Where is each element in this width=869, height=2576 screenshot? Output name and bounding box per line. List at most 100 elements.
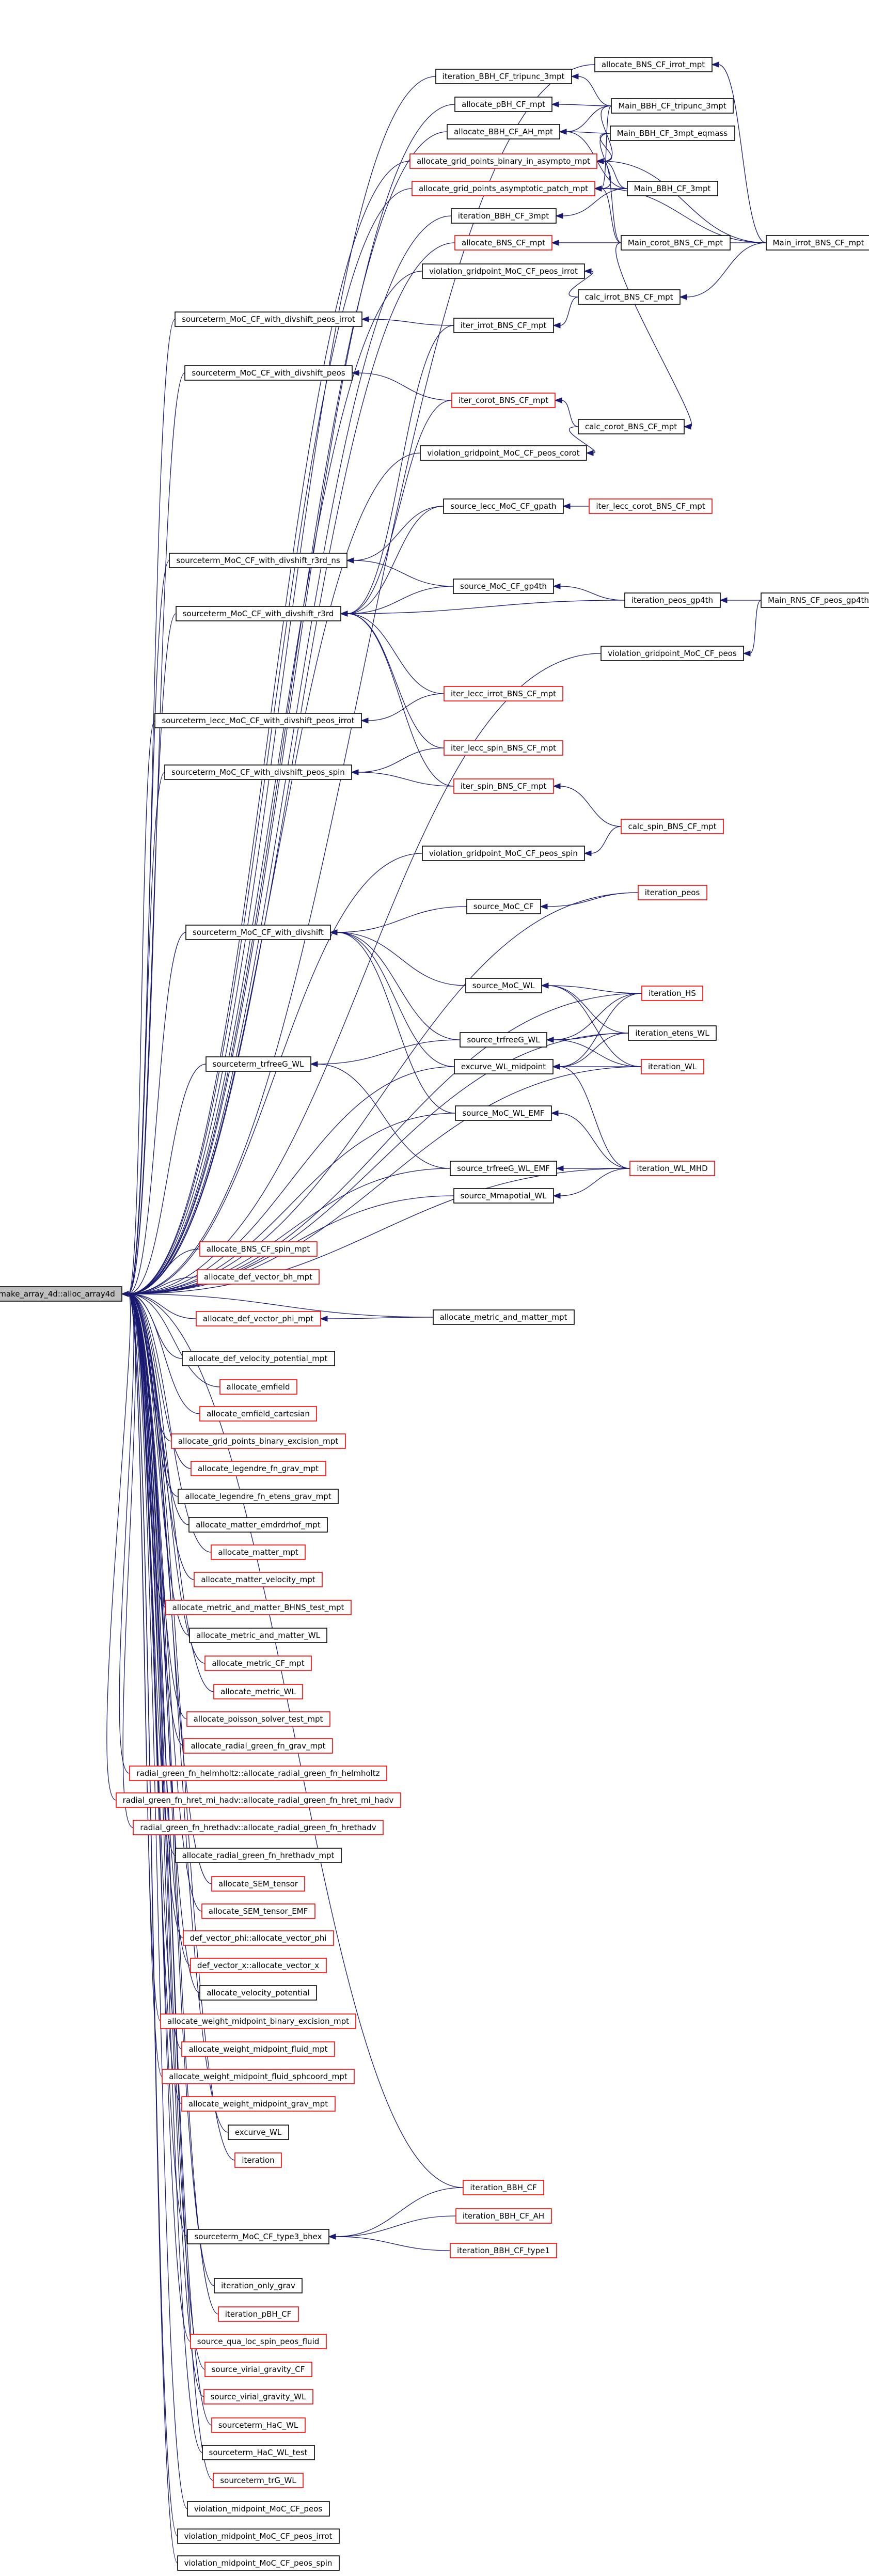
graph-node[interactable]: iter_corot_BNS_CF_mpt [451, 393, 556, 408]
graph-node[interactable]: sourceterm_MoC_CF_with_divshift [185, 925, 331, 940]
graph-node[interactable]: sourceterm_HaC_WL_test [202, 2445, 315, 2460]
graph-node[interactable]: allocate_SEM_tensor_EMF [201, 1903, 315, 1919]
graph-node[interactable]: sourceterm_trG_WL [213, 2473, 304, 2488]
graph-node[interactable]: sourceterm_MoC_CF_with_divshift_peos [184, 365, 353, 381]
graph-node[interactable]: iteration_BBH_CF_type1 [450, 2243, 557, 2258]
graph-node[interactable]: allocate_grid_points_asymptotic_patch_mp… [412, 181, 595, 196]
graph-node[interactable]: iter_lecc_corot_BNS_CF_mpt [589, 498, 713, 514]
graph-node[interactable]: allocate_radial_green_fn_grav_mpt [183, 1738, 333, 1754]
graph-node[interactable]: iteration_BBH_CF_tripunc_3mpt [435, 69, 572, 84]
graph-node[interactable]: allocate_grid_points_binary_excision_mpt [171, 1433, 346, 1449]
graph-node[interactable]: allocate_metric_WL [213, 1684, 303, 1699]
graph-node[interactable]: def_vector_x::allocate_vector_x [190, 1958, 327, 1973]
graph-node[interactable]: iteration_peos [638, 885, 707, 900]
graph-node[interactable]: iteration_HS [641, 986, 703, 1001]
graph-node[interactable]: sourceterm_MoC_CF_with_divshift_peos_spi… [164, 764, 352, 780]
graph-node[interactable]: allocate_pBH_CF_mpt [454, 97, 552, 112]
graph-node[interactable]: allocate_def_velocity_potential_mpt [182, 1351, 335, 1366]
graph-node[interactable]: allocate_SEM_tensor [211, 1876, 305, 1892]
graph-node[interactable]: allocate_emfield_cartesian [199, 1406, 317, 1422]
graph-node[interactable]: source_MoC_WL_EMF [455, 1105, 552, 1121]
graph-node[interactable]: sourceterm_MoC_CF_type3_bhex [187, 2229, 329, 2244]
graph-node[interactable]: source_virial_gravity_WL [203, 2389, 313, 2405]
graph-node[interactable]: iteration_etens_WL [628, 1025, 717, 1041]
graph-node[interactable]: Main_BBH_CF_3mpt_eqmass [610, 126, 735, 141]
graph-node[interactable]: source_lecc_MoC_CF_gpath [443, 498, 564, 514]
graph-node[interactable]: allocate_metric_CF_mpt [204, 1656, 312, 1671]
graph-node[interactable]: violation_gridpoint_MoC_CF_peos_corot [420, 445, 587, 461]
graph-node[interactable]: Main_corot_BNS_CF_mpt [621, 235, 731, 251]
graph-node[interactable]: sourceterm_MoC_CF_with_divshift_r3rd_ns [169, 553, 347, 568]
graph-node[interactable]: radial_green_fn_hret_mi_hadv::allocate_r… [116, 1792, 401, 1808]
graph-node[interactable]: allocate_def_vector_bh_mpt [197, 1269, 320, 1285]
graph-node[interactable]: allocate_def_vector_phi_mpt [196, 1311, 321, 1326]
graph-node[interactable]: iteration_pBH_CF [218, 2306, 299, 2322]
graph-node[interactable]: violation_gridpoint_MoC_CF_peos_spin [422, 846, 585, 861]
graph-node[interactable]: allocate_legendre_fn_grav_mpt [191, 1461, 326, 1476]
graph-node[interactable]: allocate_BBH_CF_AH_mpt [447, 124, 560, 139]
graph-node[interactable]: sourceterm_HaC_WL [211, 2417, 306, 2433]
graph-node[interactable]: calc_spin_BNS_CF_mpt [621, 819, 724, 834]
graph-node[interactable]: Main_RNS_CF_peos_gp4th [761, 592, 869, 608]
graph-node[interactable]: source_trfreeG_WL_EMF [450, 1161, 557, 1176]
graph-node[interactable]: allocate_metric_and_matter_BHNS_test_mpt [165, 1600, 352, 1615]
graph-node[interactable]: radial_green_fn_helmholtz::allocate_radi… [129, 1766, 387, 1781]
graph-node[interactable]: violation_midpoint_MoC_CF_peos [187, 2501, 330, 2517]
graph-node[interactable]: violation_gridpoint_MoC_CF_peos_irrot [422, 263, 585, 279]
graph-node[interactable]: Main_BBH_CF_tripunc_3mpt [611, 98, 734, 114]
graph-node[interactable]: iteration_WL_MHD [629, 1161, 715, 1176]
graph-node[interactable]: iteration_BBH_CF_3mpt [451, 208, 557, 224]
graph-node[interactable]: iter_lecc_irrot_BNS_CF_mpt [444, 686, 563, 701]
graph-node[interactable]: violation_gridpoint_MoC_CF_peos [601, 646, 744, 661]
graph-node[interactable]: allocate_weight_midpoint_binary_excision… [160, 2013, 356, 2029]
graph-node[interactable]: allocate_emfield [219, 1379, 297, 1395]
graph-node[interactable]: iter_lecc_spin_BNS_CF_mpt [444, 740, 563, 756]
graph-node[interactable]: excurve_WL [228, 2125, 289, 2140]
graph-node[interactable]: allocate_matter_emdrdrhof_mpt [188, 1517, 328, 1533]
graph-node[interactable]: def_vector_phi::allocate_vector_phi [183, 1930, 334, 1946]
graph-node[interactable]: source_qua_loc_spin_peos_fluid [190, 2334, 327, 2349]
graph-node[interactable]: Main_irrot_BNS_CF_mpt [766, 235, 869, 251]
graph-node[interactable]: iteration_WL [641, 1059, 704, 1074]
graph-node[interactable]: allocate_BNS_CF_spin_mpt [199, 1241, 318, 1257]
graph-node[interactable]: violation_midpoint_MoC_CF_peos_spin [177, 2555, 340, 2571]
graph-node[interactable]: iteration_peos_gp4th [624, 592, 721, 608]
graph-node[interactable]: calc_corot_BNS_CF_mpt [578, 419, 685, 434]
graph-node[interactable]: allocate_matter_mpt [211, 1544, 306, 1560]
graph-node[interactable]: allocate_velocity_potential [199, 1985, 317, 2001]
graph-node[interactable]: source_MoC_CF [466, 899, 541, 914]
graph-node[interactable]: calc_irrot_BNS_CF_mpt [578, 289, 681, 305]
graph-node[interactable]: Main_BBH_CF_3mpt [627, 181, 718, 196]
graph-node[interactable]: allocate_poisson_solver_test_mpt [186, 1711, 330, 1727]
root-node[interactable]: make_array_4d::alloc_array4d [0, 1286, 122, 1302]
graph-node[interactable]: iteration_BBH_CF [463, 2180, 544, 2195]
graph-node[interactable]: sourceterm_MoC_CF_with_divshift_r3rd [176, 606, 341, 621]
graph-node[interactable]: iter_spin_BNS_CF_mpt [453, 778, 554, 794]
graph-node[interactable]: iteration_only_grav [214, 2278, 303, 2293]
graph-node[interactable]: sourceterm_trfreeG_WL [206, 1056, 311, 1072]
graph-node[interactable]: allocate_metric_and_matter_WL [189, 1628, 327, 1643]
graph-node[interactable]: excurve_WL_midpoint [454, 1059, 554, 1074]
graph-node[interactable]: allocate_legendre_fn_etens_grav_mpt [178, 1489, 339, 1504]
graph-node[interactable]: allocate_metric_and_matter_mpt [433, 1309, 575, 1325]
graph-node[interactable]: iter_irrot_BNS_CF_mpt [453, 318, 554, 333]
graph-node[interactable]: sourceterm_lecc_MoC_CF_with_divshift_peo… [154, 713, 362, 728]
graph-node[interactable]: allocate_BNS_CF_irrot_mpt [594, 57, 713, 72]
graph-node[interactable]: violation_midpoint_MoC_CF_peos_irrot [177, 2528, 340, 2544]
graph-node[interactable]: allocate_weight_midpoint_fluid_mpt [181, 2041, 335, 2057]
graph-node[interactable]: allocate_grid_points_binary_in_asympto_m… [409, 153, 597, 169]
graph-node[interactable]: source_virial_gravity_CF [204, 2362, 312, 2377]
graph-node[interactable]: source_MoC_WL [465, 978, 542, 993]
graph-node[interactable]: source_Mmapotial_WL [453, 1188, 554, 1204]
graph-node[interactable]: allocate_weight_midpoint_grav_mpt [181, 2096, 336, 2112]
graph-node[interactable]: allocate_radial_green_fn_hrethadv_mpt [175, 1848, 342, 1863]
graph-node[interactable]: iteration_BBH_CF_AH [455, 2208, 552, 2224]
graph-node[interactable]: allocate_BNS_CF_mpt [454, 235, 552, 251]
graph-node[interactable]: iteration [234, 2152, 282, 2168]
graph-node[interactable]: allocate_matter_velocity_mpt [194, 1572, 323, 1587]
graph-node[interactable]: source_trfreeG_WL [460, 1032, 547, 1048]
graph-node[interactable]: sourceterm_MoC_CF_with_divshift_peos_irr… [175, 311, 362, 327]
graph-node[interactable]: radial_green_fn_hrethadv::allocate_radia… [133, 1820, 384, 1835]
graph-node[interactable]: allocate_weight_midpoint_fluid_sphcoord_… [162, 2069, 355, 2084]
graph-node[interactable]: source_MoC_CF_gp4th [453, 579, 554, 594]
